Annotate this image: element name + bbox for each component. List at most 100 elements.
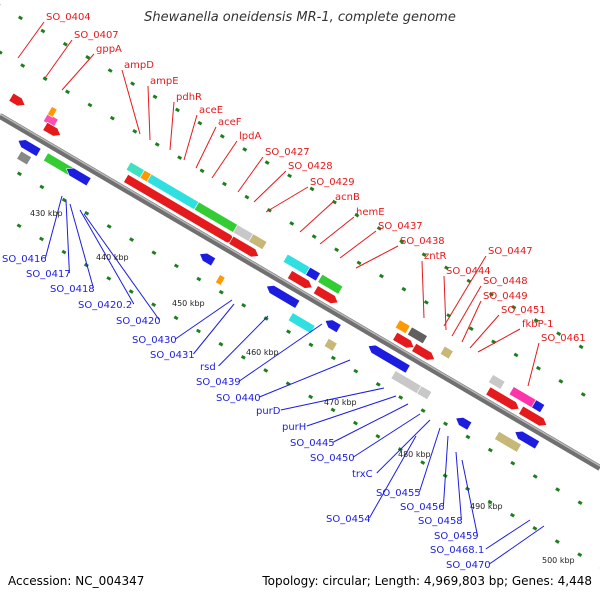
tick-dash	[20, 63, 26, 68]
tick-dash	[533, 318, 539, 323]
gene-feature[interactable]	[518, 405, 548, 427]
gene-feature[interactable]	[312, 285, 339, 304]
connector-line	[218, 315, 269, 367]
gene-feature[interactable]	[394, 319, 411, 335]
reverse-gene-label[interactable]: SO_0418	[50, 284, 95, 295]
gene-feature[interactable]	[17, 139, 42, 157]
gene-feature[interactable]	[42, 121, 61, 137]
forward-gene-label[interactable]: SO_0448	[483, 276, 528, 287]
reverse-gene-label[interactable]: purD	[256, 406, 281, 417]
connector-line	[121, 69, 141, 135]
gene-feature[interactable]	[287, 270, 313, 289]
forward-gene-label[interactable]: ampE	[150, 76, 179, 87]
reverse-gene-label[interactable]: SO_0430	[132, 335, 177, 346]
gene-feature[interactable]	[455, 417, 473, 431]
forward-gene-label[interactable]: SO_0461	[541, 333, 586, 344]
connector-line	[195, 126, 217, 169]
reverse-gene-label[interactable]: SO_0439	[196, 377, 241, 388]
gene-feature[interactable]	[215, 274, 226, 286]
tick-dash	[511, 305, 517, 310]
reverse-gene-label[interactable]: SO_0468.1	[430, 545, 484, 556]
gene-feature[interactable]	[494, 430, 522, 453]
reverse-gene-label[interactable]: SO_0458	[418, 516, 463, 527]
forward-gene-label[interactable]: SO_0428	[288, 161, 333, 172]
gene-feature[interactable]	[488, 374, 506, 390]
gene-feature[interactable]	[514, 430, 540, 450]
forward-gene-label[interactable]: SO_0427	[265, 147, 310, 158]
forward-gene-label[interactable]: SO_0438	[400, 236, 445, 247]
reverse-gene-label[interactable]: SO_0416	[2, 254, 47, 265]
gene-feature[interactable]	[416, 385, 433, 401]
forward-gene-label[interactable]: aceE	[199, 105, 223, 116]
reverse-gene-label[interactable]: SO_0440	[216, 393, 261, 404]
gene-feature[interactable]	[390, 370, 422, 395]
tick-dash	[443, 421, 449, 427]
reverse-gene-label[interactable]: SO_0420	[116, 316, 161, 327]
reverse-gene-label[interactable]: SO_0470	[446, 560, 491, 571]
connector-line	[368, 435, 417, 519]
gene-feature[interactable]	[8, 92, 26, 107]
reverse-gene-label[interactable]: SO_0455	[376, 488, 421, 499]
gene-feature[interactable]	[266, 285, 301, 309]
forward-gene-label[interactable]: pdhR	[176, 92, 202, 103]
gene-feature[interactable]	[367, 344, 411, 374]
gene-feature[interactable]	[439, 345, 454, 360]
gene-feature[interactable]	[411, 342, 436, 361]
gene-feature[interactable]	[199, 252, 217, 267]
reverse-gene-label[interactable]: SO_0445	[290, 438, 335, 449]
gene-feature[interactable]	[65, 167, 92, 187]
forward-gene-label[interactable]: ampD	[124, 60, 154, 71]
gene-feature[interactable]	[287, 312, 316, 334]
gene-feature[interactable]	[531, 399, 546, 414]
reverse-gene-label[interactable]: SO_0456	[400, 502, 445, 513]
forward-gene-label[interactable]: hemE	[356, 207, 385, 218]
reverse-gene-label[interactable]: SO_0420.2	[78, 300, 132, 311]
connector-line	[333, 403, 409, 443]
forward-gene-label[interactable]: SO_0451	[501, 305, 546, 316]
gene-feature[interactable]	[406, 326, 428, 345]
tick-dash	[535, 365, 541, 371]
reverse-gene-label[interactable]: SO_0431	[150, 350, 195, 361]
forward-gene-label[interactable]: SO_0447	[488, 246, 533, 257]
reverse-gene-label[interactable]: SO_0459	[434, 531, 479, 542]
forward-gene-label[interactable]: SO_0429	[310, 177, 355, 188]
connector-line	[355, 245, 399, 269]
gene-feature[interactable]	[324, 319, 342, 334]
gene-feature[interactable]	[305, 266, 321, 282]
gene-feature[interactable]	[392, 331, 415, 349]
tick-dash	[334, 247, 340, 253]
gene-features	[8, 92, 548, 453]
reverse-gene-label[interactable]: SO_0450	[310, 453, 355, 464]
connector-line	[79, 209, 135, 305]
forward-gene-label[interactable]: SO_0437	[378, 221, 423, 232]
gene-feature[interactable]	[248, 233, 268, 251]
forward-gene-label[interactable]: gppA	[96, 44, 122, 55]
forward-gene-label[interactable]: SO_0444	[446, 266, 491, 277]
gene-feature[interactable]	[228, 235, 260, 258]
tick-dash	[39, 184, 45, 190]
forward-gene-label[interactable]: zntR	[424, 251, 447, 262]
reverse-gene-label[interactable]: SO_0454	[326, 514, 371, 525]
forward-gene-label[interactable]: SO_0404	[46, 12, 91, 23]
reverse-gene-label[interactable]: rsd	[200, 362, 216, 373]
forward-gene-label[interactable]: SO_0407	[74, 30, 119, 41]
gene-feature[interactable]	[485, 386, 520, 411]
gene-feature[interactable]	[123, 173, 235, 244]
gene-feature[interactable]	[16, 150, 32, 166]
reverse-gene-label[interactable]: trxC	[352, 469, 373, 480]
tick-dash	[375, 433, 381, 439]
forward-gene-label[interactable]: SO_0449	[483, 291, 528, 302]
forward-gene-label[interactable]: lpdA	[239, 131, 261, 142]
reverse-gene-label[interactable]: purH	[282, 422, 306, 433]
gene-feature[interactable]	[282, 253, 311, 276]
gene-feature[interactable]	[46, 106, 58, 118]
gene-feature[interactable]	[317, 273, 344, 295]
genome-summary: Topology: circular; Length: 4,969,803 bp…	[261, 574, 592, 588]
gene-feature[interactable]	[323, 337, 338, 352]
reverse-gene-label[interactable]: SO_0417	[26, 269, 71, 280]
forward-gene-label[interactable]: acnB	[335, 192, 360, 203]
connector-line	[147, 85, 151, 141]
forward-gene-label[interactable]: fkbP-1	[522, 319, 553, 330]
forward-gene-label[interactable]: aceF	[218, 117, 242, 128]
